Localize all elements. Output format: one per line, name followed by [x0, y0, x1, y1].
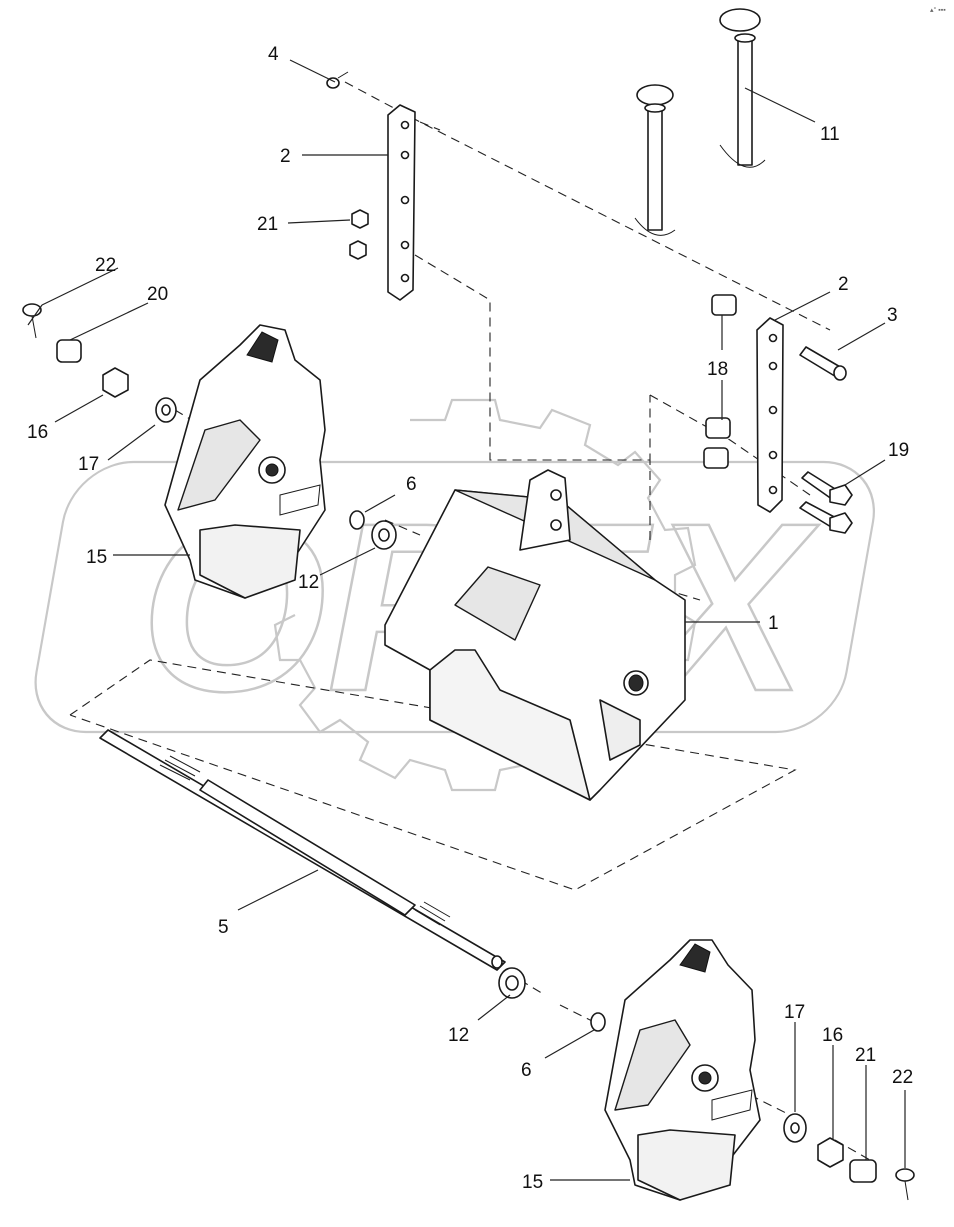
label-22: 22 [892, 1067, 913, 1088]
label-21: 20 [147, 284, 168, 305]
part-15-side-weight-upper [164, 324, 326, 599]
label-5: 5 [218, 917, 229, 938]
part-22-clip-upper [22, 303, 42, 339]
label-16: 16 [27, 422, 48, 443]
watermark-frame [34, 460, 875, 734]
label-4: 4 [268, 44, 279, 65]
label-15: 15 [522, 1172, 543, 1193]
part-6-ring-upper [349, 510, 365, 530]
label-22: 22 [95, 255, 116, 276]
part-2-link-plate-lower [756, 317, 784, 513]
part-15-side-weight-lower [604, 939, 761, 1201]
label-11: 11 [820, 124, 840, 145]
part-6-ring-lower [590, 1012, 606, 1032]
part-18-bushings [703, 294, 737, 469]
part-17-washer-lower [783, 1113, 807, 1143]
label-17: 17 [784, 1002, 805, 1023]
label-6: 6 [406, 474, 417, 495]
label-2: 2 [280, 146, 291, 167]
part-17-washer-upper [155, 397, 177, 423]
part-19-bolts [799, 471, 853, 534]
part-12-washer-upper [371, 520, 397, 550]
callout-labels: 4 2 21 22 20 16 17 15 6 12 11 2 3 18 19 … [27, 44, 913, 1193]
leader-lines [27, 59, 906, 1181]
label-19: 19 [888, 440, 909, 461]
label-2: 2 [838, 274, 849, 295]
part-4-clip [326, 71, 349, 89]
label-21: 21 [855, 1045, 876, 1066]
label-20: 21 [257, 214, 278, 235]
part-21-bushing-upper [56, 339, 82, 363]
part-16-nut-upper [102, 367, 129, 398]
label-3: 3 [887, 305, 898, 326]
label-16: 16 [822, 1025, 843, 1046]
part-3-pin [799, 346, 847, 381]
label-17: 17 [78, 454, 99, 475]
label-12: 12 [448, 1025, 469, 1046]
corner-mark: ▴° ▪▪▪ [930, 6, 946, 14]
part-2-link-plate-upper [387, 104, 416, 301]
part-20-nuts [349, 209, 369, 260]
part-1-weight-block [384, 469, 686, 801]
label-1: 1 [768, 613, 779, 634]
part-5-shaft [99, 729, 506, 971]
part-12-washer-lower [498, 967, 526, 999]
part-11-lynch-pins [634, 8, 766, 236]
part-16-nut-lower [817, 1137, 844, 1168]
label-18: 18 [707, 359, 728, 380]
label-15: 15 [86, 547, 107, 568]
part-21-bushing-lower [849, 1159, 877, 1183]
part-22-clip-lower [895, 1168, 915, 1201]
label-6: 6 [521, 1060, 532, 1081]
label-12: 12 [298, 572, 319, 593]
